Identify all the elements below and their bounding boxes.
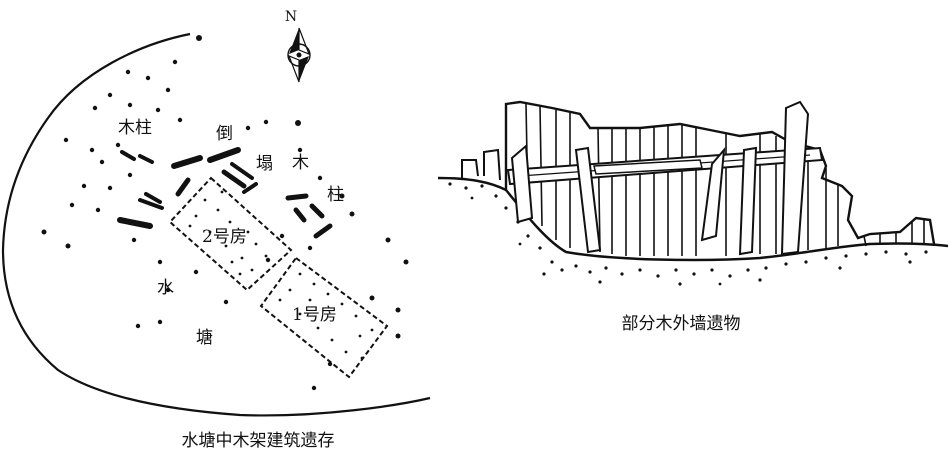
house-2-dots — [188, 190, 268, 276]
pond-boundary — [1, 32, 431, 417]
left-caption: 水塘中木架建筑遗存 — [182, 431, 335, 451]
fallen-pillars — [117, 147, 333, 239]
horizontal-beams — [506, 146, 824, 186]
pond-plan: N — [1, 9, 431, 451]
compass-north-label: N — [285, 9, 297, 25]
label-house-1: 1号房 — [292, 305, 337, 325]
label-pond-1: 水 — [157, 278, 174, 298]
wall-fragment-left — [461, 148, 501, 181]
label-collapsed-1: 倒 — [216, 124, 233, 144]
label-collapsed-3: 木 — [292, 153, 309, 173]
post-holes — [41, 35, 409, 391]
upright-posts — [510, 100, 810, 256]
house-1-outline — [259, 256, 389, 379]
label-pond-2: 塘 — [196, 328, 213, 348]
right-caption: 部分木外墙遗物 — [622, 314, 741, 334]
house-1-dots — [278, 272, 374, 360]
wall-remains-drawing: 部分木外墙遗物 — [437, 100, 949, 334]
north-arrow-icon: N — [285, 9, 311, 83]
label-wooden-pillar: 木柱 — [118, 118, 152, 138]
label-house-2: 2号房 — [202, 227, 247, 247]
house-2-outline — [168, 176, 293, 292]
label-collapsed-4: 柱 — [327, 185, 344, 205]
label-collapsed-2: 塌 — [256, 154, 273, 174]
soil-dots — [448, 182, 928, 286]
